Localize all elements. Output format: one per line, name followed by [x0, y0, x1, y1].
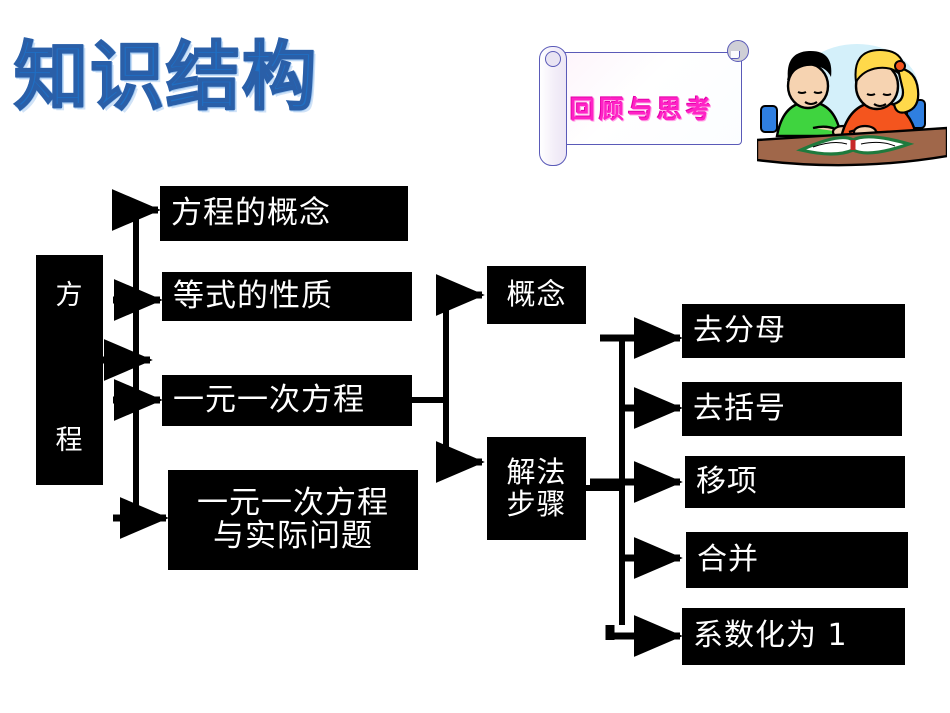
node-linear-equation-applications[interactable]: 一元一次方程 与实际问题 — [168, 470, 418, 570]
node-step-transpose[interactable]: 移项 — [685, 456, 905, 508]
node-step-normalize-coefficient[interactable]: 系数化为 1 — [682, 608, 905, 665]
scroll-roll-left-icon — [539, 46, 567, 166]
node-root-line2: 程 — [55, 424, 84, 456]
scroll-sheet — [551, 52, 742, 145]
node-step-combine[interactable]: 合并 — [686, 532, 908, 588]
scroll-curl-nick — [731, 51, 740, 59]
scroll-banner: 回顾与思考 — [535, 38, 750, 166]
chair-left — [760, 105, 778, 133]
page-title: 知识结构 — [13, 34, 318, 120]
node-equality-properties[interactable]: 等式的性质 — [162, 272, 412, 321]
connectors-level1 — [111, 189, 169, 539]
node-concept[interactable]: 概念 — [487, 266, 586, 324]
node-step-clear-denominator[interactable]: 去分母 — [682, 304, 905, 358]
scroll-curl-right-icon — [727, 40, 749, 62]
connectors-level3 — [590, 317, 683, 657]
scroll-knob-icon — [545, 51, 561, 67]
students-clipart — [755, 28, 949, 174]
node-step-remove-parentheses[interactable]: 去括号 — [682, 382, 902, 436]
node-root[interactable]: 方 程 — [36, 255, 103, 485]
scroll-banner-text: 回顾与思考 — [569, 95, 715, 124]
node-solution-steps[interactable]: 解法 步骤 — [487, 437, 586, 540]
student-left — [775, 50, 855, 140]
connector-yiyuan-to-level2 — [412, 274, 485, 483]
student-right — [839, 48, 920, 140]
open-book-icon — [796, 135, 915, 156]
node-root-line1: 方 — [55, 280, 84, 311]
node-linear-equation[interactable]: 一元一次方程 — [162, 375, 412, 426]
node-equation-concept[interactable]: 方程的概念 — [160, 186, 408, 241]
